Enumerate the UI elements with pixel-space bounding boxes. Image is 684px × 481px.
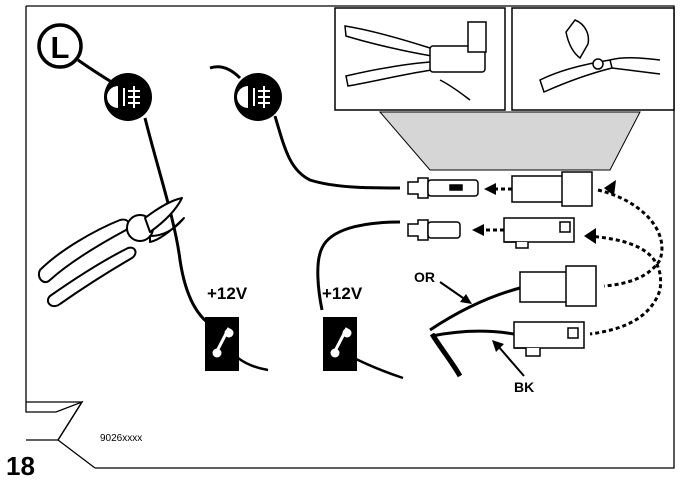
inset-callout (378, 111, 641, 171)
wire-switch-two-out (353, 356, 404, 380)
wire-lamp-one-to-switch (143, 117, 217, 330)
fog-light-icon (104, 73, 152, 121)
connector-housing (511, 171, 593, 207)
pointer-arrow (497, 345, 525, 377)
wire-into-lamp-two (209, 65, 242, 80)
pointer-arrow (439, 281, 467, 301)
diagram-frame (25, 5, 675, 469)
badge-letter: L (51, 30, 70, 65)
wire-bundle (429, 332, 463, 378)
switch-voltage-label: +12V (322, 284, 363, 303)
pointer-arrowhead (460, 294, 472, 304)
pointer-arrowhead (492, 340, 504, 352)
page-number: 18 (6, 451, 35, 481)
arrowheads (472, 180, 616, 244)
pliers-icon (38, 197, 185, 308)
fog-light-icon (234, 73, 282, 121)
wire-lamp-two-to-connector (273, 115, 401, 190)
document-code: 9026xxxx (100, 433, 142, 444)
crimping-tool-icon (539, 19, 661, 94)
page-tab-edge (26, 401, 96, 469)
wire-stripper-icon (344, 21, 487, 101)
receptacle-terminal (407, 219, 461, 241)
connector-housing (503, 217, 575, 249)
switch-icon (323, 317, 357, 371)
insertion-arrows (478, 187, 664, 336)
wire-black (431, 329, 515, 338)
switch-voltage-label: +12V (207, 284, 248, 303)
wire-switch-one-out (237, 356, 269, 372)
tool-insets (334, 7, 675, 171)
wire-orange (429, 286, 521, 332)
switch-icon (205, 317, 239, 371)
connector-housing (513, 321, 585, 357)
connector-housing (519, 265, 597, 307)
wire-color-label: OR (414, 269, 435, 285)
badge-l: L (37, 23, 83, 69)
page-tab (25, 400, 84, 441)
wire-color-label: BK (514, 379, 534, 395)
spade-terminal (407, 177, 479, 199)
wire-switch-two-loop (316, 220, 401, 311)
